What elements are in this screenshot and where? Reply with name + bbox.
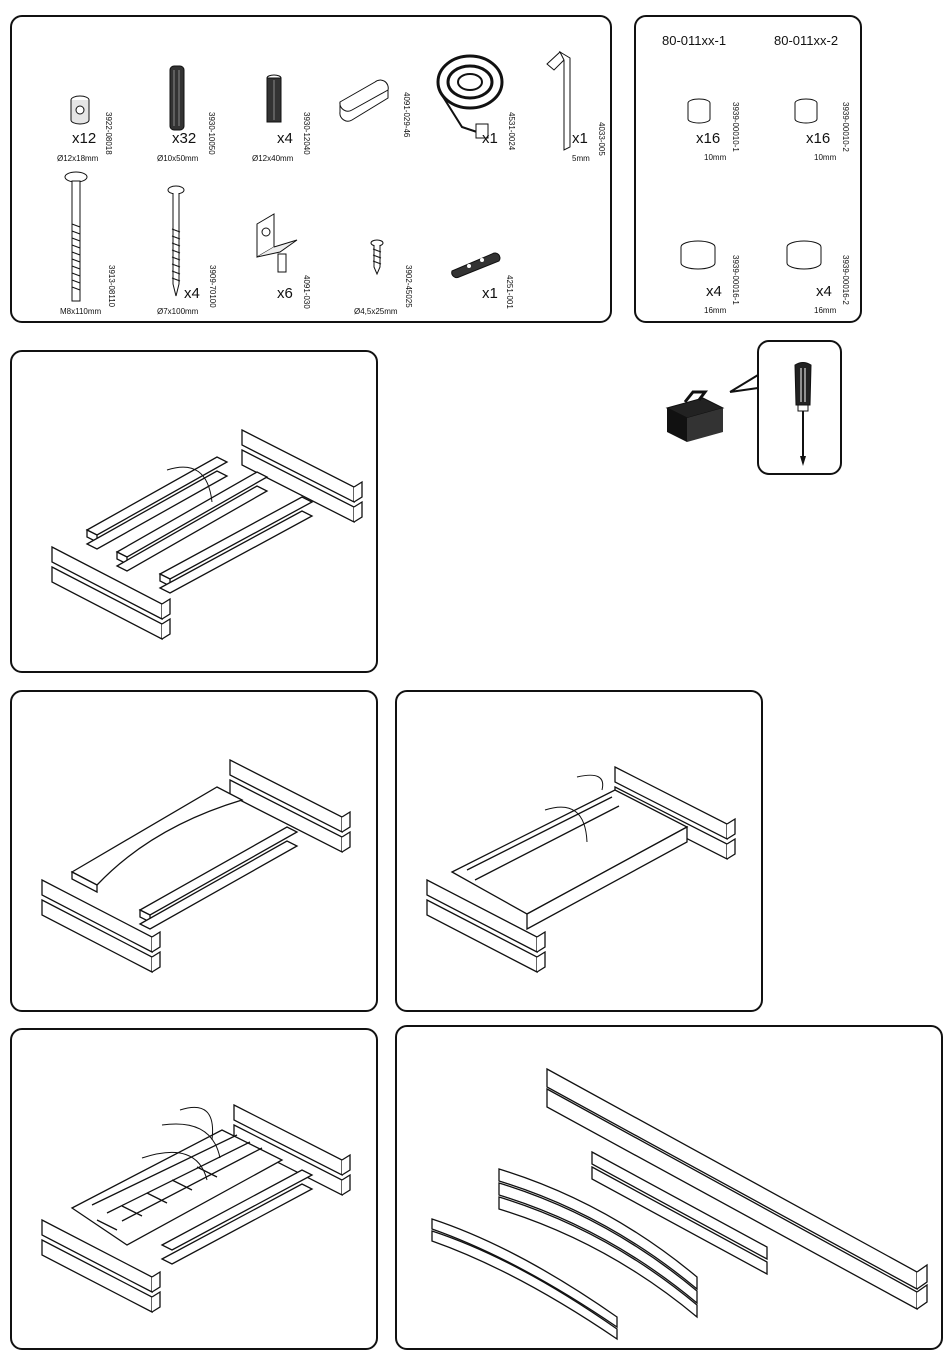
step-1-illustration	[51, 428, 363, 641]
part-code: 3939-00016-1	[731, 255, 740, 305]
feet-panel: 80-011xx-1 80-011xx-2 x16 10mm 3939-0001…	[634, 15, 862, 323]
assembly-step-1	[10, 350, 378, 673]
dimension-label: 5mm	[572, 154, 590, 163]
foot-pad-small-icon	[791, 97, 821, 127]
part-code: 4091-029-46	[402, 92, 411, 138]
step-5-illustration	[431, 1067, 928, 1341]
toolbox-icon	[665, 380, 725, 442]
dimension-label: Ø7x100mm	[157, 307, 199, 316]
dimension-label: Ø4,5x25mm	[354, 307, 398, 316]
count-label: x12	[72, 130, 97, 147]
part-code: 3939-00010-1	[731, 102, 740, 152]
hardware-panel: x12 Ø12x18mm 3922-08018 x32 Ø10x50mm 393…	[10, 15, 612, 323]
part-code: 3930-10050	[207, 112, 216, 155]
dimension-label: Ø10x50mm	[157, 154, 199, 163]
count-label: x4	[277, 130, 293, 147]
count-label: x6	[277, 285, 293, 302]
count-label: x1	[482, 285, 498, 302]
part-code: 3930-12040	[302, 112, 311, 155]
part-code: 3939-00016-2	[841, 255, 850, 305]
dimension-label: Ø12x18mm	[57, 154, 99, 163]
part-code: 3922-08018	[104, 112, 113, 155]
strap-icon	[432, 42, 507, 147]
step-4-illustration	[41, 1103, 351, 1314]
step-3-illustration	[426, 765, 736, 974]
allen-key-icon	[542, 42, 577, 152]
dimension-label: 16mm	[704, 306, 727, 315]
connector-clip-icon	[330, 72, 400, 127]
count-label: x4	[184, 285, 200, 302]
dimension-label: 10mm	[704, 153, 727, 162]
count-label: x16	[806, 130, 831, 147]
foot-pad-small-icon	[684, 97, 714, 127]
foot-pad-large-icon	[784, 239, 824, 274]
dimension-label: 10mm	[814, 153, 837, 162]
part-code: 3909-70100	[208, 265, 217, 308]
variant-title-2: 80-011xx-2	[774, 33, 839, 48]
count-label: x16	[696, 130, 721, 147]
variant-title-1: 80-011xx-1	[662, 33, 727, 48]
count-label: x1	[482, 130, 498, 147]
screw-long-icon	[164, 184, 189, 299]
part-code: 4033-005	[597, 122, 606, 156]
count-label: x32	[172, 130, 197, 147]
dimension-label: M8x110mm	[60, 307, 102, 316]
assembly-step-3	[395, 690, 763, 1012]
count-label: x4	[706, 283, 722, 300]
part-code: 3902-45025	[404, 265, 413, 308]
dimension-label: Ø12x40mm	[252, 154, 294, 163]
assembly-step-5	[395, 1025, 943, 1350]
part-code: 4091-030	[302, 275, 311, 309]
wood-dowel-icon	[167, 64, 187, 134]
shelf-bracket-icon	[252, 212, 307, 277]
short-screw-icon	[370, 239, 384, 277]
tool-callout	[757, 340, 842, 475]
screwdriver-icon	[791, 360, 815, 470]
assembly-step-4	[10, 1028, 378, 1350]
foot-pad-large-icon	[678, 239, 718, 274]
large-dowel-icon	[264, 72, 284, 127]
part-code: 4251-001	[505, 275, 514, 309]
dimension-label: 16mm	[814, 306, 837, 315]
cable-tie-icon	[447, 249, 507, 279]
step-2-illustration	[41, 758, 351, 974]
count-label: x1	[572, 130, 588, 147]
count-label: x4	[816, 283, 832, 300]
assembly-step-2	[10, 690, 378, 1012]
cam-nut-icon	[67, 92, 97, 132]
part-code: 3913-08110	[107, 265, 116, 308]
bolt-icon	[62, 169, 92, 309]
part-code: 4531-0024	[507, 112, 516, 151]
part-code: 3939-00010-2	[841, 102, 850, 152]
